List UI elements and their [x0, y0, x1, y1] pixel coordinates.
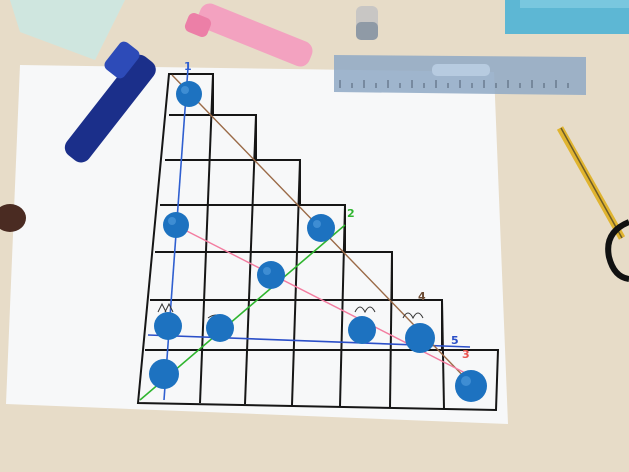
dot: [348, 316, 376, 344]
light-card: [10, 0, 125, 60]
label-5: 5: [451, 334, 459, 347]
dot: [307, 214, 335, 242]
scissors-handle: [605, 219, 629, 282]
label-3: 3: [462, 348, 470, 361]
label-1: 1: [184, 60, 192, 73]
dot: [257, 261, 285, 289]
pink-diagonal-line: [174, 224, 476, 379]
pencil: [556, 126, 626, 240]
dot: [206, 314, 234, 342]
dot: [405, 323, 435, 353]
blue-marker: [64, 41, 156, 163]
dot: [163, 212, 189, 238]
label-2: 2: [347, 207, 355, 220]
eraser: [356, 6, 378, 40]
pink-marker: [184, 3, 313, 67]
blue-ruler: [334, 55, 586, 95]
dot: [176, 81, 202, 107]
paper-sheet: [6, 65, 508, 424]
dot: [455, 370, 487, 402]
dot: [149, 359, 179, 389]
label-4: 4: [418, 290, 426, 303]
cup-sketches: [157, 302, 424, 320]
dot: [154, 312, 182, 340]
dark-object: [0, 204, 26, 232]
